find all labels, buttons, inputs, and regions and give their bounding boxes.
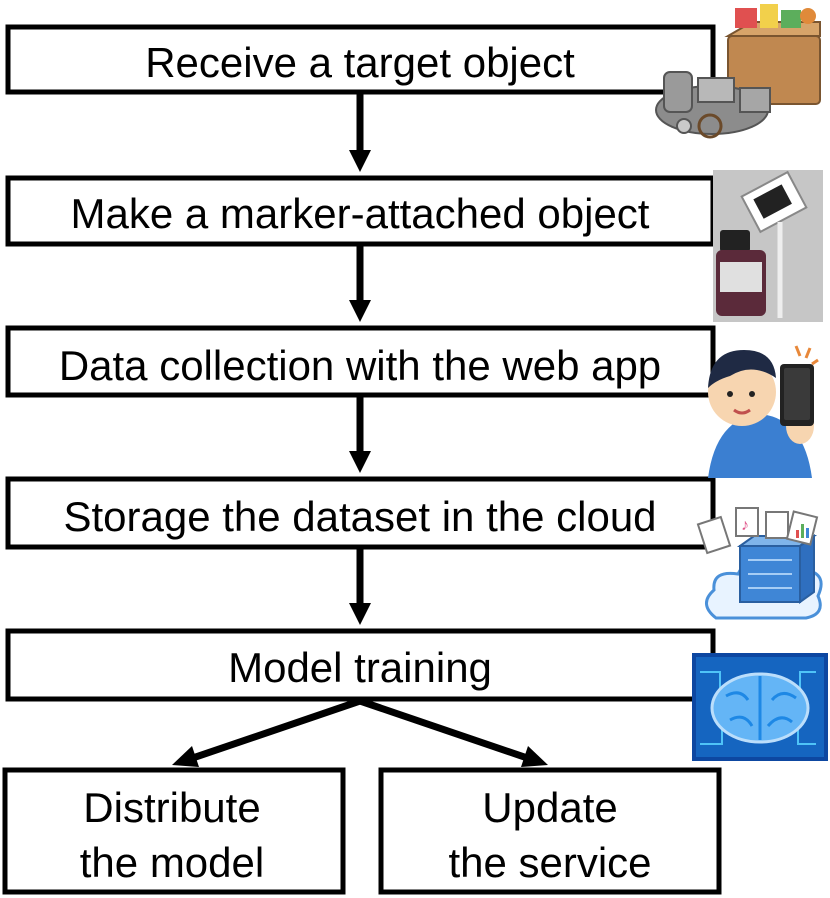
cloud-storage-icon: ♪ (696, 507, 823, 620)
arrow-to-update (358, 697, 548, 767)
arrow-1 (349, 92, 371, 172)
outcome-distribute: Distribute the model (2, 767, 346, 895)
outcome-distribute-line1: Distribute (83, 784, 260, 831)
outcome-update: Update the service (378, 767, 722, 895)
step-collect: Data collection with the web app (5, 325, 716, 398)
svg-text:♪: ♪ (741, 517, 749, 534)
outcome-distribute-line2: the model (80, 839, 264, 886)
step-storage: Storage the dataset in the cloud (5, 476, 716, 550)
marker-bottle-photo-icon (713, 170, 823, 322)
arrow-4 (349, 547, 371, 625)
step-training-label: Model training (228, 644, 492, 691)
arrow-3 (349, 395, 371, 473)
person-with-smartphone-icon (708, 345, 819, 478)
step-training: Model training (5, 628, 716, 702)
junk-pile-icon (655, 4, 821, 139)
step-storage-label: Storage the dataset in the cloud (63, 493, 656, 540)
step-marker-label: Make a marker-attached object (71, 190, 650, 237)
arrow-2 (349, 244, 371, 322)
outcome-update-line2: the service (448, 839, 651, 886)
step-collect-label: Data collection with the web app (59, 342, 661, 389)
outcome-update-line1: Update (482, 784, 617, 831)
step-marker: Make a marker-attached object (5, 175, 716, 247)
step-receive-label: Receive a target object (145, 39, 575, 86)
ai-brain-icon (692, 653, 828, 761)
arrow-to-distribute (172, 697, 362, 767)
step-receive: Receive a target object (5, 24, 716, 95)
